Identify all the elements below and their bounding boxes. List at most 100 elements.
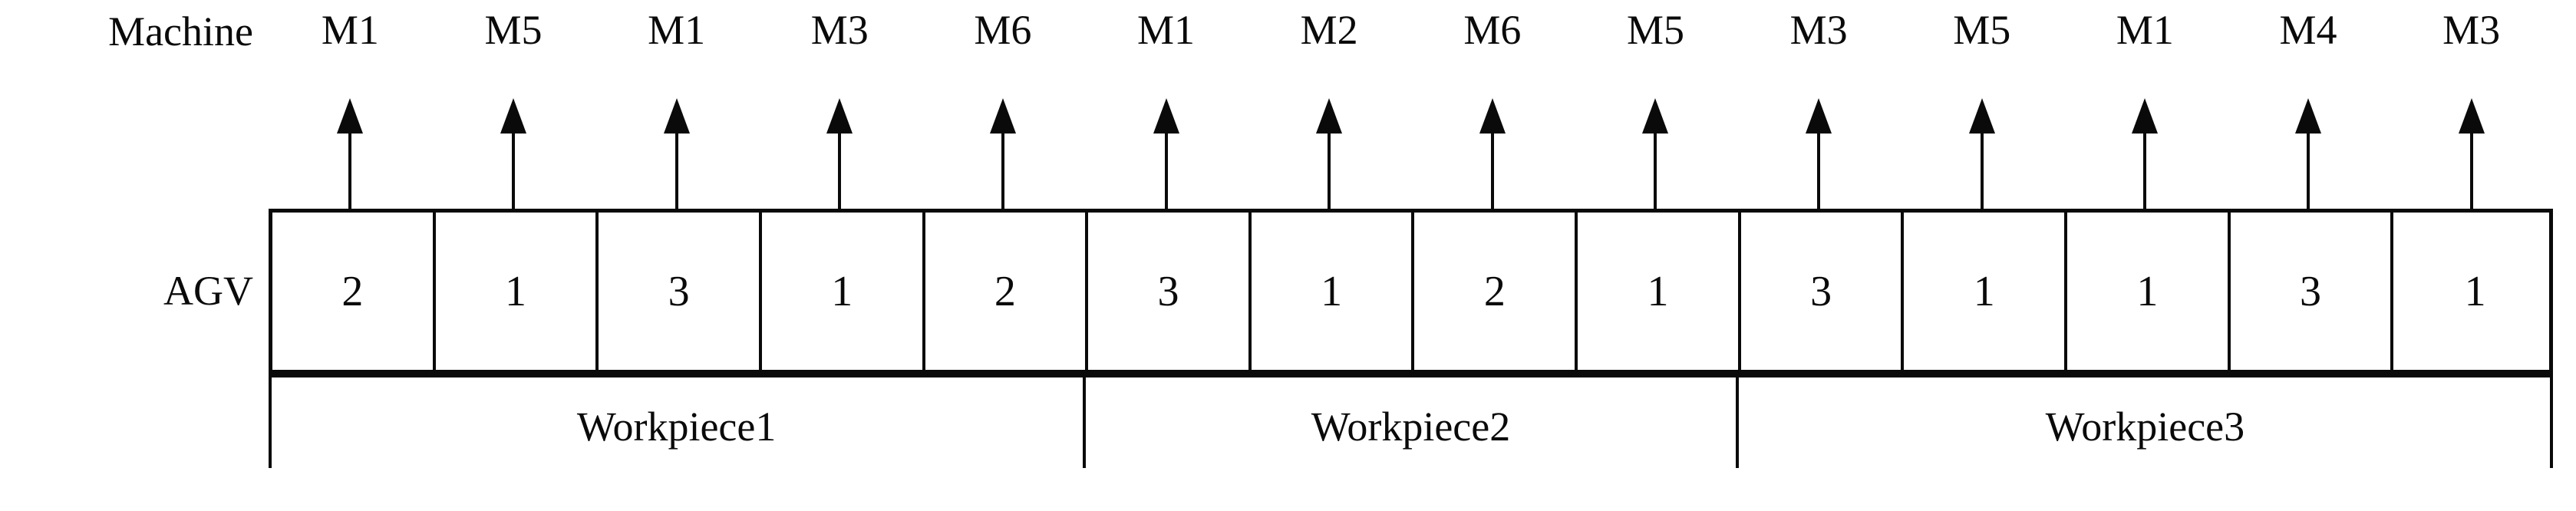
agv-gene-cell: 3: [2231, 213, 2394, 370]
workpiece-band-rule: [269, 374, 2553, 377]
arrow-head: [2132, 98, 2159, 134]
arrow-head: [1153, 98, 1179, 134]
machine-slot-6: M1: [1084, 0, 1248, 209]
workpiece-divider-tick: [2550, 374, 2553, 468]
agv-gene-cell: 2: [925, 213, 1089, 370]
machine-label: M5: [1626, 7, 1684, 53]
agv-gene-cell: 3: [1088, 213, 1252, 370]
machine-slot-11: M5: [1900, 0, 2063, 209]
up-arrow-icon: [2129, 98, 2161, 209]
arrow-head: [1642, 98, 1669, 134]
machine-slot-14: M3: [2390, 0, 2553, 209]
arrow-shaft: [675, 130, 678, 209]
machine-row-label: Machine: [108, 8, 253, 54]
agv-value: 2: [341, 267, 364, 315]
arrow-shaft: [1817, 130, 1821, 209]
machine-label: M3: [1789, 7, 1848, 53]
machine-slot-9: M5: [1574, 0, 1737, 209]
up-arrow-icon: [1150, 98, 1182, 209]
workpiece-group-3: Workpiece3: [1737, 400, 2553, 453]
workpiece-divider-tick: [1735, 374, 1739, 468]
arrow-shaft: [1328, 130, 1331, 209]
workpiece-grouping-band: Workpiece1 Workpiece2 Workpiece3: [269, 374, 2553, 511]
machine-label: M6: [1463, 7, 1522, 53]
agv-assignment-track: 2 1 3 1 2 3 1 2 1 3 1 1 3 1: [269, 209, 2553, 374]
agv-gene-cell: 3: [599, 213, 762, 370]
arrow-head: [1316, 98, 1343, 134]
arrow-head: [989, 98, 1016, 134]
agv-gene-cell: 1: [1252, 213, 1415, 370]
agv-gene-cell: 1: [1578, 213, 1741, 370]
up-arrow-icon: [1476, 98, 1509, 209]
machine-slot-10: M3: [1737, 0, 1901, 209]
machine-label: M4: [2279, 7, 2337, 53]
up-arrow-icon: [2456, 98, 2488, 209]
agv-value: 3: [1810, 267, 1832, 315]
machine-label: M6: [974, 7, 1032, 53]
agv-value: 1: [2464, 267, 2486, 315]
arrow-head: [663, 98, 690, 134]
agv-value: 1: [2136, 267, 2159, 315]
machine-label: M1: [2116, 7, 2174, 53]
machine-label: M1: [1137, 7, 1196, 53]
up-arrow-icon: [823, 98, 856, 209]
machine-label: M2: [1300, 7, 1358, 53]
agv-value: 1: [1973, 267, 1995, 315]
up-arrow-icon: [661, 98, 693, 209]
arrow-shaft: [2307, 130, 2310, 209]
up-arrow-icon: [987, 98, 1019, 209]
workpiece-label: Workpiece1: [576, 404, 777, 450]
arrow-head: [2295, 98, 2322, 134]
arrow-shaft: [511, 130, 515, 209]
up-arrow-icon: [1803, 98, 1835, 209]
workpiece-label: Workpiece2: [1311, 404, 1511, 450]
arrow-shaft: [2469, 130, 2473, 209]
arrow-shaft: [1164, 130, 1168, 209]
machine-slot-3: M1: [595, 0, 758, 209]
agv-value: 1: [1321, 267, 1343, 315]
machine-label: M3: [810, 7, 869, 53]
arrow-shaft: [2143, 130, 2147, 209]
workpiece-divider-tick: [1083, 374, 1087, 468]
agv-gene-cell: 3: [1741, 213, 1905, 370]
up-arrow-icon: [334, 98, 366, 209]
agv-value: 2: [994, 267, 1016, 315]
machine-label: M5: [1953, 7, 2011, 53]
machine-slot-12: M1: [2063, 0, 2227, 209]
machine-slot-2: M5: [432, 0, 595, 209]
agv-gene-cell: 2: [1415, 213, 1578, 370]
agv-value: 2: [1483, 267, 1506, 315]
machine-label: M3: [2442, 7, 2501, 53]
machine-slot-7: M2: [1248, 0, 1411, 209]
arrow-shaft: [1980, 130, 1984, 209]
workpiece-divider-tick: [269, 374, 272, 468]
workpiece-group-1: Workpiece1: [269, 400, 1084, 453]
arrow-head: [1968, 98, 1995, 134]
workpiece-label: Workpiece3: [2045, 404, 2245, 450]
arrow-shaft: [348, 130, 352, 209]
up-arrow-icon: [2292, 98, 2324, 209]
machine-label: M5: [484, 7, 543, 53]
agv-gene-cell: 1: [436, 213, 599, 370]
agv-row-label: AGV: [163, 268, 253, 314]
arrow-shaft: [1490, 130, 1494, 209]
machine-label: M1: [321, 7, 379, 53]
arrow-shaft: [1001, 130, 1004, 209]
machine-label: M1: [648, 7, 706, 53]
workpiece-group-2: Workpiece2: [1084, 400, 1737, 453]
machine-slot-1: M1: [269, 0, 432, 209]
agv-value: 1: [831, 267, 853, 315]
arrow-head: [500, 98, 526, 134]
agv-value: 3: [1157, 267, 1179, 315]
up-arrow-icon: [1313, 98, 1345, 209]
agv-gene-cell: 1: [762, 213, 925, 370]
arrow-shaft: [838, 130, 842, 209]
machine-slot-5: M6: [922, 0, 1085, 209]
agv-value: 3: [668, 267, 690, 315]
agv-gene-cell: 2: [272, 213, 436, 370]
arrow-head: [1806, 98, 1832, 134]
up-arrow-icon: [1639, 98, 1671, 209]
machine-slot-13: M4: [2227, 0, 2390, 209]
machine-slot-4: M3: [758, 0, 922, 209]
